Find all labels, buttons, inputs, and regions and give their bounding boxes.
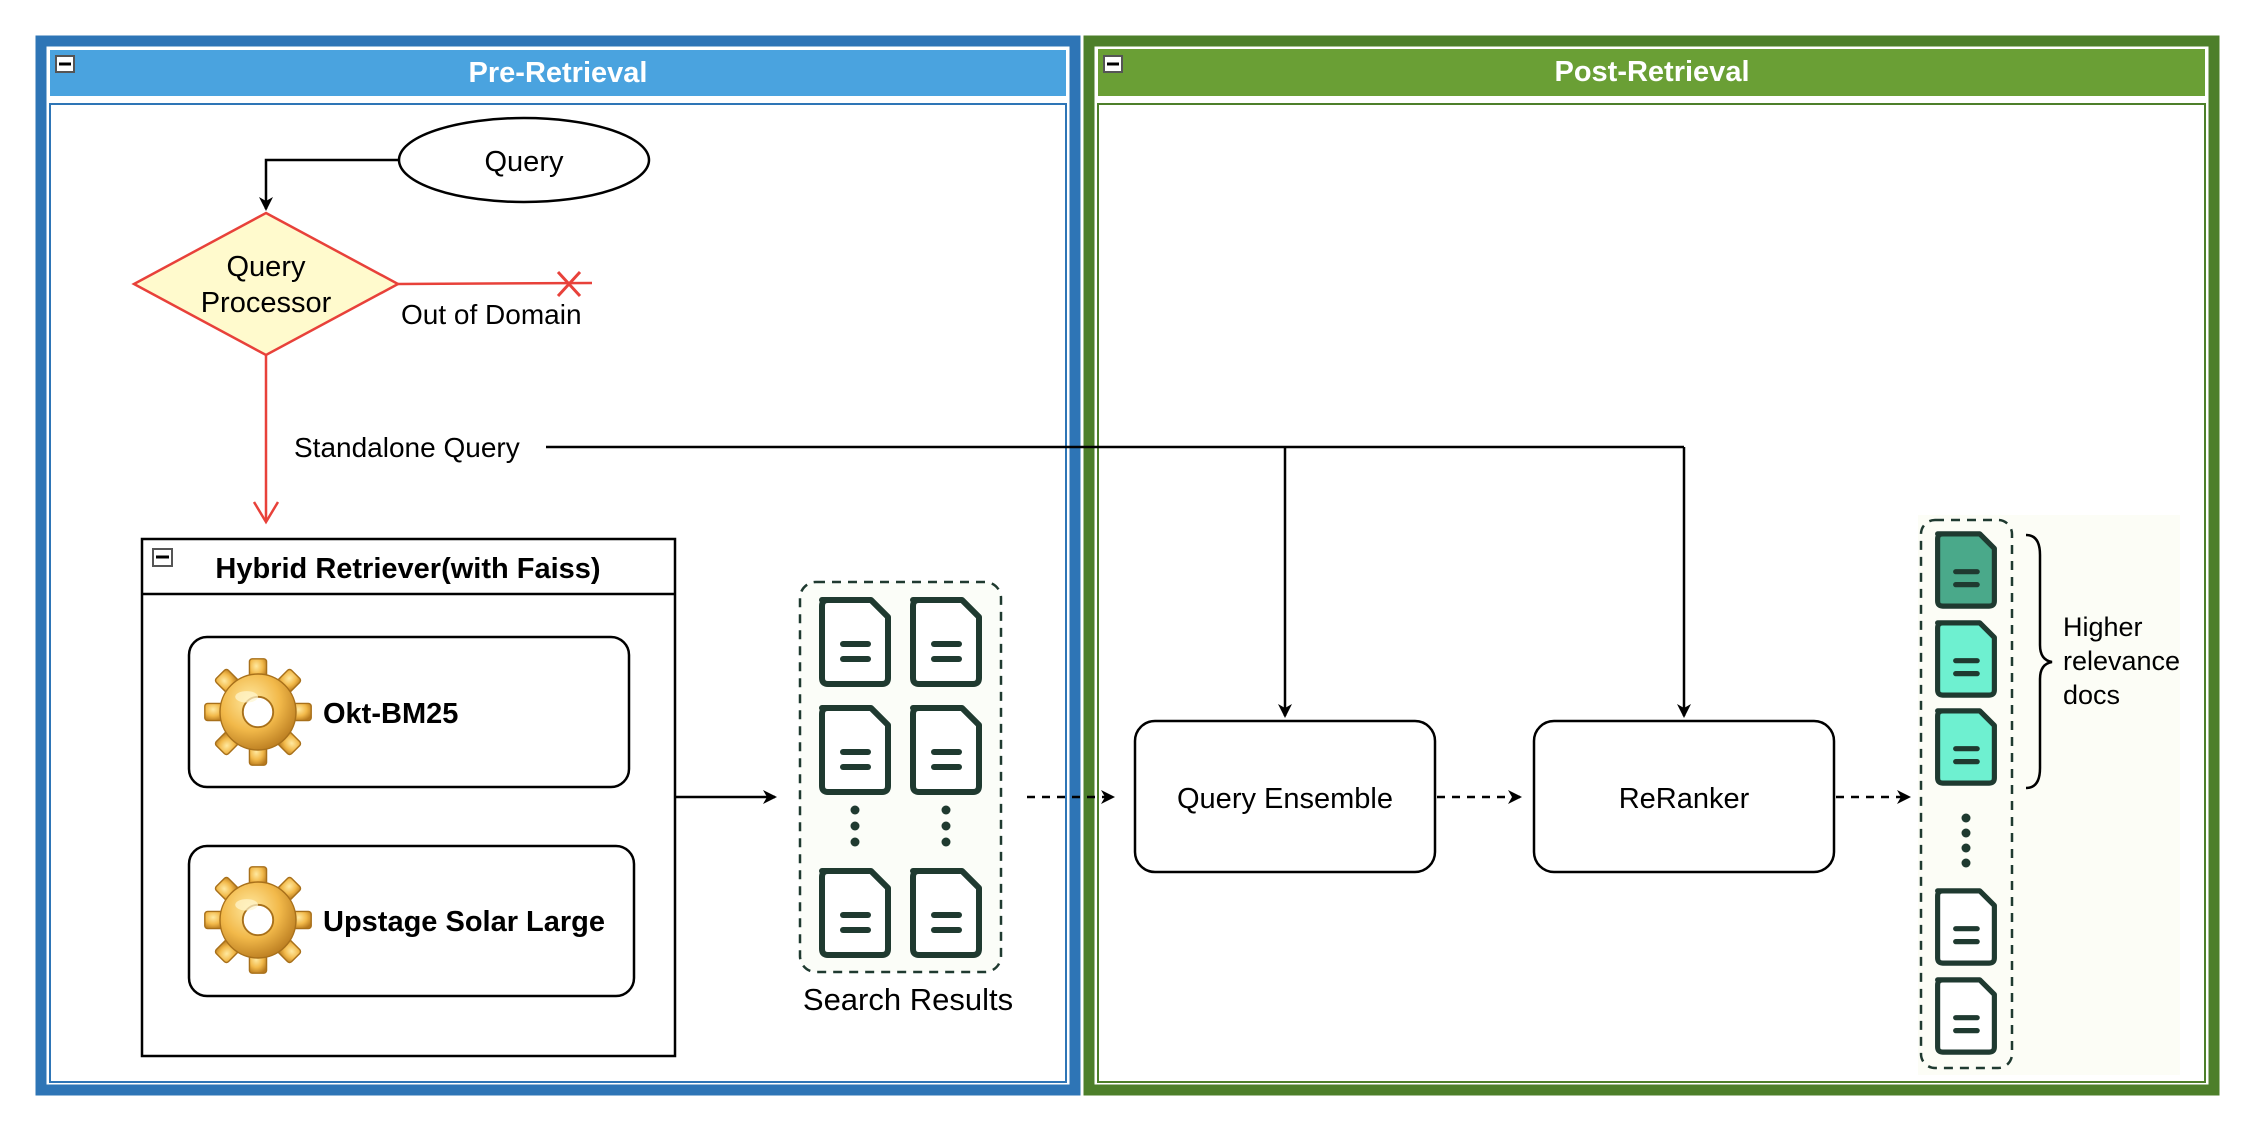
document-icon	[913, 871, 979, 955]
document-icon	[822, 708, 888, 792]
higher-relevance-line1: Higher	[2063, 612, 2143, 642]
post-retrieval-title: Post-Retrieval	[1554, 56, 1749, 88]
query-processor-node[interactable]: Query Processor	[131, 211, 401, 357]
document-icon	[1938, 980, 1995, 1052]
query-processor-label-line2: Processor	[201, 287, 332, 319]
document-icon	[1938, 891, 1995, 963]
document-icon	[1938, 623, 1995, 695]
document-icon	[1938, 534, 1995, 606]
collapse-icon[interactable]	[1103, 55, 1123, 73]
reranker-node[interactable]: ReRanker	[1532, 719, 1836, 874]
query-ensemble-node[interactable]: Query Ensemble	[1133, 719, 1437, 874]
search-results-group[interactable]	[798, 580, 1003, 974]
okt-bm25-node[interactable]: Okt-BM25	[187, 635, 631, 789]
gear-icon	[203, 865, 313, 975]
collapse-icon[interactable]	[55, 55, 75, 73]
search-results-label: Search Results	[803, 982, 1013, 1017]
query-ensemble-label: Query Ensemble	[1177, 783, 1393, 815]
upstage-solar-node[interactable]: Upstage Solar Large	[187, 844, 636, 998]
relevance-brace	[2025, 533, 2053, 790]
document-icon	[1938, 711, 1995, 783]
edge-out-of-domain: Out of Domain	[397, 270, 593, 330]
okt-bm25-label: Okt-BM25	[323, 698, 458, 730]
edge-query-to-processor	[259, 158, 399, 211]
higher-relevance-label: Higher relevance docs	[2063, 612, 2180, 710]
ellipsis-dots	[850, 805, 951, 847]
document-icon	[913, 600, 979, 684]
document-icon	[822, 600, 888, 684]
gear-icon	[203, 657, 313, 767]
document-icon	[822, 871, 888, 955]
collapse-icon[interactable]	[152, 548, 173, 567]
edge-standalone-query	[546, 445, 1691, 718]
standalone-query-label: Standalone Query	[294, 432, 520, 463]
document-icon	[913, 708, 979, 792]
pre-retrieval-title: Pre-Retrieval	[469, 57, 648, 89]
edge-processor-to-retriever	[252, 355, 280, 525]
close-x-icon	[556, 270, 582, 298]
reranker-label: ReRanker	[1619, 783, 1750, 815]
ranked-docs-group[interactable]	[1918, 515, 2180, 1075]
query-label: Query	[485, 146, 564, 178]
higher-relevance-line2: relevance	[2063, 646, 2180, 676]
out-of-domain-label: Out of Domain	[401, 299, 582, 330]
ellipsis-dots	[1961, 813, 1971, 868]
upstage-solar-label: Upstage Solar Large	[323, 906, 605, 938]
query-processor-label-line1: Query	[227, 251, 306, 283]
query-node[interactable]: Query	[397, 116, 651, 204]
higher-relevance-line3: docs	[2063, 680, 2120, 710]
hybrid-retriever-title: Hybrid Retriever(with Faiss)	[215, 553, 600, 585]
